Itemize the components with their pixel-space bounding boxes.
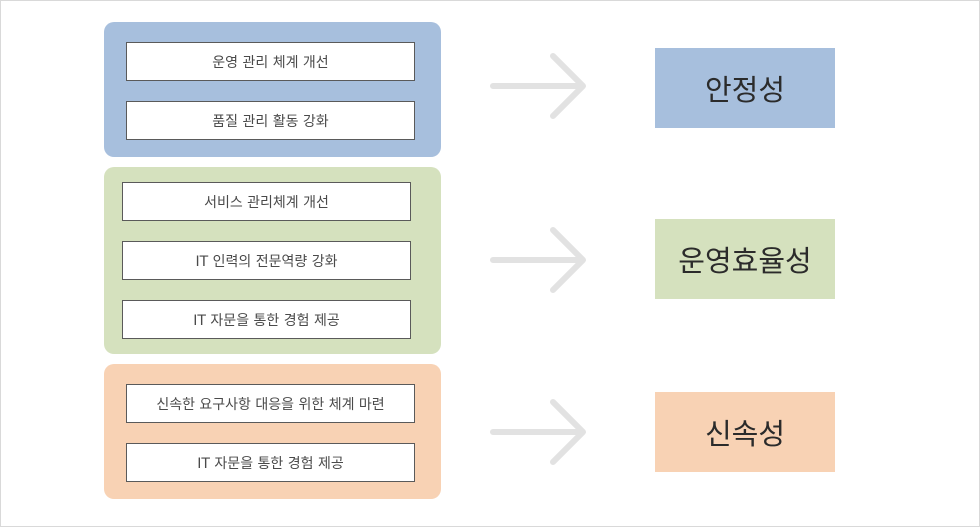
chevron-right-arrow-icon (490, 399, 586, 465)
group-panel-stability: 운영 관리 체계 개선 품질 관리 활동 강화 (104, 22, 441, 157)
group-panel-agility: 신속한 요구사항 대응을 위한 체계 마련 IT 자문을 통한 경험 제공 (104, 364, 441, 499)
chevron-right-arrow-icon (490, 227, 586, 293)
group-item: 운영 관리 체계 개선 (126, 42, 415, 81)
group-item: 신속한 요구사항 대응을 위한 체계 마련 (126, 384, 415, 423)
group-item: IT 인력의 전문역량 강화 (122, 241, 411, 280)
result-stability: 안정성 (655, 48, 835, 128)
result-efficiency: 운영효율성 (655, 219, 835, 299)
result-agility: 신속성 (655, 392, 835, 472)
group-item: IT 자문을 통한 경험 제공 (122, 300, 411, 339)
group-panel-efficiency: 서비스 관리체계 개선 IT 인력의 전문역량 강화 IT 자문을 통한 경험 … (104, 167, 441, 354)
group-item: IT 자문을 통한 경험 제공 (126, 443, 415, 482)
group-item: 품질 관리 활동 강화 (126, 101, 415, 140)
chevron-right-arrow-icon (490, 53, 586, 119)
group-item: 서비스 관리체계 개선 (122, 182, 411, 221)
